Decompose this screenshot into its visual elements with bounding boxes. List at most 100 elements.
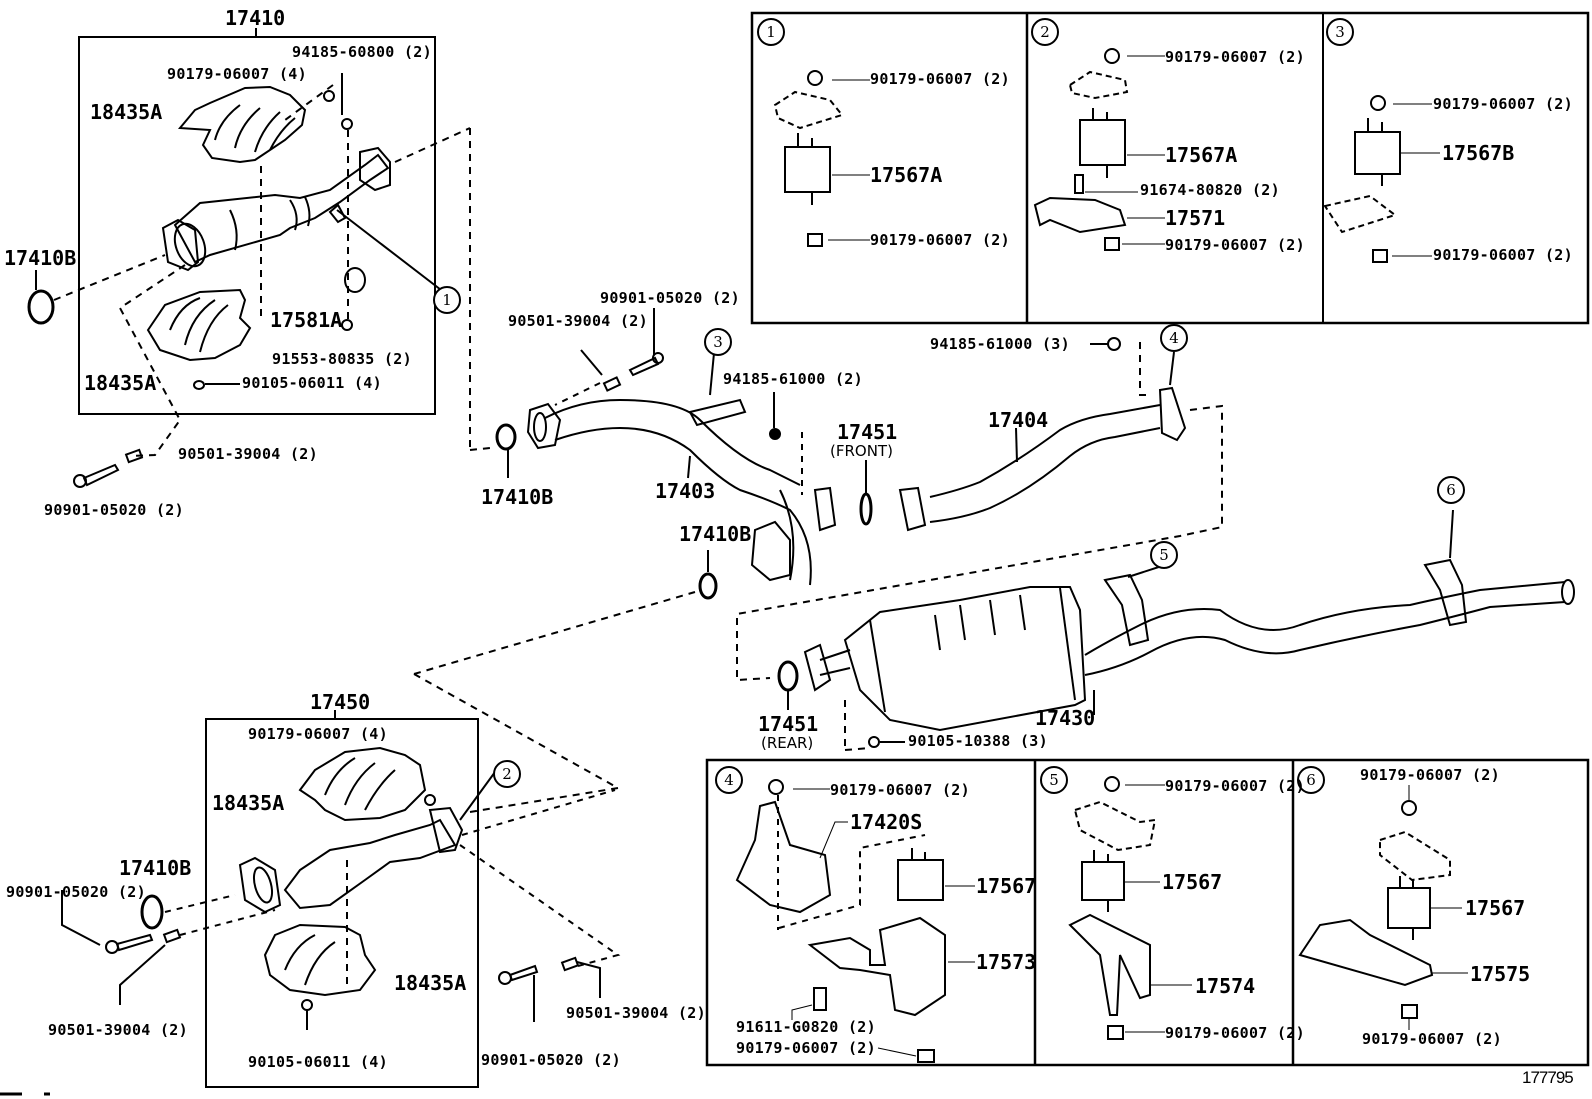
panel-2-badge: 2: [1031, 18, 1059, 46]
callout-2[interactable]: 2: [493, 760, 521, 788]
part-label-90105-06011-top[interactable]: 90105-06011 (4): [242, 374, 382, 392]
part-label-90501-39004-bl[interactable]: 90501-39004 (2): [48, 1021, 188, 1039]
part-label-90501-39004-br[interactable]: 90501-39004 (2): [566, 1004, 706, 1022]
part-label-90901-05020-br[interactable]: 90901-05020 (2): [481, 1051, 621, 1069]
panel-5-label-isolator[interactable]: 17567: [1162, 870, 1223, 894]
panel-2-label-nut-bottom[interactable]: 90179-06007 (2): [1165, 236, 1305, 254]
part-label-17430[interactable]: 17430: [1035, 706, 1096, 730]
panel-1-label-isolator[interactable]: 17567A: [870, 163, 943, 187]
part-note-front: (FRONT): [830, 442, 893, 460]
part-label-17451-rear[interactable]: 17451: [758, 712, 819, 736]
callout-6[interactable]: 6: [1437, 476, 1465, 504]
part-label-90105-06011-bottom[interactable]: 90105-06011 (4): [248, 1053, 388, 1071]
panel-4-label-nut-bottom[interactable]: 90179-06007 (2): [736, 1039, 876, 1057]
part-note-rear: (REAR): [761, 734, 814, 752]
panel-1-drawing: [773, 70, 870, 247]
heat-insulator-lower-drawing: [146, 288, 252, 362]
part-label-91553-80835[interactable]: 91553-80835 (2): [272, 350, 412, 368]
part-label-94185-61000-3[interactable]: 94185-61000 (3): [930, 335, 1070, 353]
panel-4-label-nut-top[interactable]: 90179-06007 (2): [830, 781, 970, 799]
part-label-17410b-mid[interactable]: 17410B: [481, 485, 554, 509]
assembly-label-17410[interactable]: 17410: [225, 6, 286, 30]
part-label-17403[interactable]: 17403: [655, 479, 716, 503]
callout-1[interactable]: 1: [433, 286, 461, 314]
gasket-17410b-mid-drawing: [495, 423, 517, 451]
gasket-17451-rear-drawing: [777, 660, 799, 692]
panel-1-label-nut-bottom[interactable]: 90179-06007 (2): [870, 231, 1010, 249]
panel-1-label-nut-top[interactable]: 90179-06007 (2): [870, 70, 1010, 88]
panel-3-drawing: [1323, 95, 1440, 263]
part-label-17410b-bottom[interactable]: 17410B: [119, 856, 192, 880]
part-label-18435a-bottom[interactable]: 18435A: [84, 371, 157, 395]
panel-4-label-isolator[interactable]: 17567: [976, 874, 1037, 898]
part-label-17404[interactable]: 17404: [988, 408, 1049, 432]
part-label-90105-10388[interactable]: 90105-10388 (3): [908, 732, 1048, 750]
figure-number: 177795: [1522, 1068, 1574, 1087]
part-label-17410b-left[interactable]: 17410B: [4, 246, 77, 270]
panel-6-label-bracket[interactable]: 17575: [1470, 962, 1531, 986]
panel-5-label-bracket[interactable]: 17574: [1195, 974, 1256, 998]
part-label-18435a-rear-bottom[interactable]: 18435A: [394, 971, 467, 995]
panel-6-label-nut-bottom[interactable]: 90179-06007 (2): [1362, 1030, 1502, 1048]
bolt-spring-mid-drawing: [602, 352, 664, 392]
detail-panel-frame-bottom: [705, 758, 1590, 1067]
panel-4-label-bracket-17420s[interactable]: 17420S: [850, 810, 923, 834]
callout-3[interactable]: 3: [704, 328, 732, 356]
bolt-spring-left-drawing: [73, 448, 144, 488]
panel-4-label-bracket-17573[interactable]: 17573: [976, 950, 1037, 974]
bolt-spring-bottom-right-drawing: [498, 956, 580, 985]
front-assembly-dashed-guides: [53, 84, 491, 457]
gasket-17451-front-drawing: [859, 492, 873, 526]
panel-3-badge: 3: [1326, 18, 1354, 46]
front-catalytic-converter-drawing: [161, 146, 391, 272]
assembly-label-17450[interactable]: 17450: [310, 690, 371, 714]
detail-panel-frame-top: [750, 11, 1590, 325]
part-label-90179-06007-box1[interactable]: 90179-06007 (4): [167, 65, 307, 83]
rear-catalytic-converter-drawing: [238, 806, 464, 914]
panel-2-label-isolator[interactable]: 17567A: [1165, 143, 1238, 167]
part-label-90901-05020-bl[interactable]: 90901-05020 (2): [6, 883, 146, 901]
panel-5-badge: 5: [1040, 766, 1068, 794]
part-label-90179-06007-box2[interactable]: 90179-06007 (4): [248, 725, 388, 743]
part-label-18435a-rear-top[interactable]: 18435A: [212, 791, 285, 815]
panel-2-label-bolt[interactable]: 91674-80820 (2): [1140, 181, 1280, 199]
callout-5[interactable]: 5: [1150, 541, 1178, 569]
part-label-90901-05020-mid[interactable]: 90901-05020 (2): [600, 289, 740, 307]
part-label-17451-front[interactable]: 17451: [837, 420, 898, 444]
part-label-18435a-top[interactable]: 18435A: [90, 100, 163, 124]
part-label-90501-39004-mid[interactable]: 90501-39004 (2): [508, 312, 648, 330]
heat-insulator-upper-drawing: [177, 85, 307, 164]
front-pipe-17403-drawing: [526, 398, 837, 586]
panel-4-badge: 4: [715, 766, 743, 794]
panel-4-label-bolt[interactable]: 91611-G0820 (2): [736, 1018, 876, 1036]
heat-insulator-rear-lower-drawing: [263, 923, 377, 997]
panel-3-label-nut-bottom[interactable]: 90179-06007 (2): [1433, 246, 1573, 264]
panel-2-label-nut-top[interactable]: 90179-06007 (2): [1165, 48, 1305, 66]
panel-5-label-nut-bottom[interactable]: 90179-06007 (2): [1165, 1024, 1305, 1042]
part-label-90501-39004-left[interactable]: 90501-39004 (2): [178, 445, 318, 463]
center-pipe-17404-drawing: [898, 386, 1187, 532]
callout-4[interactable]: 4: [1160, 324, 1188, 352]
panel-3-label-isolator[interactable]: 17567B: [1442, 141, 1515, 165]
panel-1-badge: 1: [757, 18, 785, 46]
heat-insulator-rear-upper-drawing: [298, 746, 427, 822]
panel-5-drawing: [1068, 776, 1192, 1040]
part-label-94185-60800[interactable]: 94185-60800 (2): [292, 43, 432, 61]
panel-5-label-nut-top[interactable]: 90179-06007 (2): [1165, 777, 1305, 795]
part-label-17581a[interactable]: 17581A: [270, 308, 343, 332]
bolt-spring-bottom-left-drawing: [105, 928, 182, 954]
part-label-17410b-lower[interactable]: 17410B: [679, 522, 752, 546]
gasket-17410b-bottom-drawing: [140, 894, 164, 930]
panel-6-label-isolator[interactable]: 17567: [1465, 896, 1526, 920]
panel-4-drawing: [735, 779, 975, 1063]
part-label-94185-61000-2[interactable]: 94185-61000 (2): [723, 370, 863, 388]
panel-6-label-nut-top[interactable]: 90179-06007 (2): [1360, 766, 1500, 784]
panel-3-label-nut-top[interactable]: 90179-06007 (2): [1433, 95, 1573, 113]
panel-2-drawing: [1033, 48, 1165, 251]
panel-6-badge: 6: [1297, 766, 1325, 794]
part-label-90901-05020-left[interactable]: 90901-05020 (2): [44, 501, 184, 519]
gasket-17410b-lower-drawing: [698, 572, 718, 600]
assembly-box-17450: [205, 718, 479, 1088]
panel-2-label-bracket[interactable]: 17571: [1165, 206, 1226, 230]
